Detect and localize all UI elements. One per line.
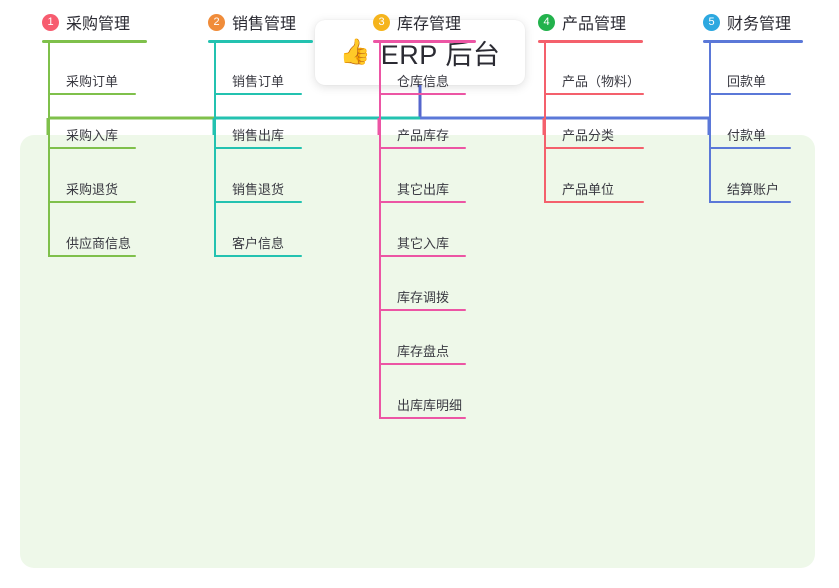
branch-item-label: 产品（物料） (562, 74, 641, 89)
branch-underline (538, 40, 643, 43)
branch-title: 产品管理 (562, 16, 627, 33)
branch-item-label: 仓库信息 (397, 74, 450, 89)
branch-spine (48, 43, 50, 257)
branch-item[interactable]: 产品库存 (379, 119, 466, 149)
branch-item-underline (214, 255, 302, 257)
branch-item-label: 库存调拨 (397, 290, 450, 305)
thumbs-up-icon: 👍 (339, 38, 371, 66)
branch-item[interactable]: 其它出库 (379, 173, 466, 203)
branch-title: 财务管理 (727, 16, 792, 33)
branch-item-label: 回款单 (727, 74, 767, 89)
branch-item-underline (48, 147, 136, 149)
branch-underline (42, 40, 147, 43)
branch-item-underline (379, 93, 466, 95)
branch-number-badge: 3 (373, 13, 390, 31)
branch-item-underline (379, 255, 466, 257)
branch-item-label: 其它出库 (397, 182, 450, 197)
branch-item[interactable]: 回款单 (709, 65, 791, 95)
branch-item[interactable]: 销售订单 (214, 65, 302, 95)
branch-title: 销售管理 (232, 16, 297, 33)
root-node[interactable]: 👍 ERP 后台 (315, 20, 525, 85)
branch-item[interactable]: 产品分类 (544, 119, 644, 149)
branch-item-label: 销售出库 (232, 128, 285, 143)
branches-panel (20, 135, 815, 568)
branch-item-underline (709, 147, 791, 149)
branch-number-badge: 4 (538, 13, 555, 31)
branch-header[interactable]: 2 销售管理 (208, 10, 296, 34)
branch-spine (379, 43, 381, 419)
branch-item-label: 供应商信息 (66, 236, 132, 251)
branch-item[interactable]: 仓库信息 (379, 65, 466, 95)
branch-item-underline (709, 93, 791, 95)
branch-spine (214, 43, 216, 257)
branch-underline (208, 40, 313, 43)
branch-item-label: 其它入库 (397, 236, 450, 251)
branch-item-underline (379, 147, 466, 149)
branch-item-underline (379, 201, 466, 203)
branch-underline (373, 40, 476, 43)
branch-item[interactable]: 客户信息 (214, 227, 302, 257)
branch-item-label: 客户信息 (232, 236, 285, 251)
branch-item-underline (544, 93, 644, 95)
branch-item-label: 库存盘点 (397, 344, 450, 359)
branch-item[interactable]: 产品（物料） (544, 65, 644, 95)
branch-item-label: 采购退货 (66, 182, 119, 197)
branch-item[interactable]: 采购入库 (48, 119, 136, 149)
branch-item[interactable]: 销售退货 (214, 173, 302, 203)
root-title: ERP 后台 (380, 40, 501, 70)
branch-underline (703, 40, 803, 43)
branch-item-label: 销售订单 (232, 74, 285, 89)
branch-item-underline (214, 147, 302, 149)
branch-item[interactable]: 供应商信息 (48, 227, 136, 257)
branch-item[interactable]: 出库库明细 (379, 389, 466, 419)
branch-item-label: 采购订单 (66, 74, 119, 89)
branch-item-label: 采购入库 (66, 128, 119, 143)
branch-item-underline (48, 255, 136, 257)
branch-spine (709, 43, 711, 203)
branch-item-underline (48, 93, 136, 95)
branch-item[interactable]: 其它入库 (379, 227, 466, 257)
branch-item[interactable]: 采购退货 (48, 173, 136, 203)
branch-number-badge: 1 (42, 13, 59, 31)
branch-item-underline (379, 417, 466, 419)
branch-item-underline (709, 201, 791, 203)
branch-item-label: 产品分类 (562, 128, 615, 143)
branch-item-label: 结算账户 (727, 182, 780, 197)
branch-item-underline (379, 363, 466, 365)
branch-header[interactable]: 5 财务管理 (703, 10, 791, 34)
branch-number-badge: 2 (208, 13, 225, 31)
branch-item-underline (544, 147, 644, 149)
branch-item-underline (379, 309, 466, 311)
branch-item-label: 付款单 (727, 128, 767, 143)
branch-item-underline (544, 201, 644, 203)
branch-item-label: 出库库明细 (397, 398, 463, 413)
branch-item[interactable]: 采购订单 (48, 65, 136, 95)
branch-item[interactable]: 产品单位 (544, 173, 644, 203)
branch-item[interactable]: 库存盘点 (379, 335, 466, 365)
branch-item-label: 销售退货 (232, 182, 285, 197)
branch-header[interactable]: 3 库存管理 (373, 10, 461, 34)
branch-spine (544, 43, 546, 203)
branch-item-underline (214, 93, 302, 95)
branch-item-label: 产品单位 (562, 182, 615, 197)
branch-item[interactable]: 库存调拨 (379, 281, 466, 311)
branch-item-underline (48, 201, 136, 203)
branch-item-label: 产品库存 (397, 128, 450, 143)
branch-header[interactable]: 1 采购管理 (42, 10, 130, 34)
branch-title: 库存管理 (397, 16, 462, 33)
branch-title: 采购管理 (66, 16, 131, 33)
branch-number-badge: 5 (703, 13, 720, 31)
branch-item-underline (214, 201, 302, 203)
branch-item[interactable]: 付款单 (709, 119, 791, 149)
branch-header[interactable]: 4 产品管理 (538, 10, 626, 34)
branch-item[interactable]: 销售出库 (214, 119, 302, 149)
branch-item[interactable]: 结算账户 (709, 173, 791, 203)
